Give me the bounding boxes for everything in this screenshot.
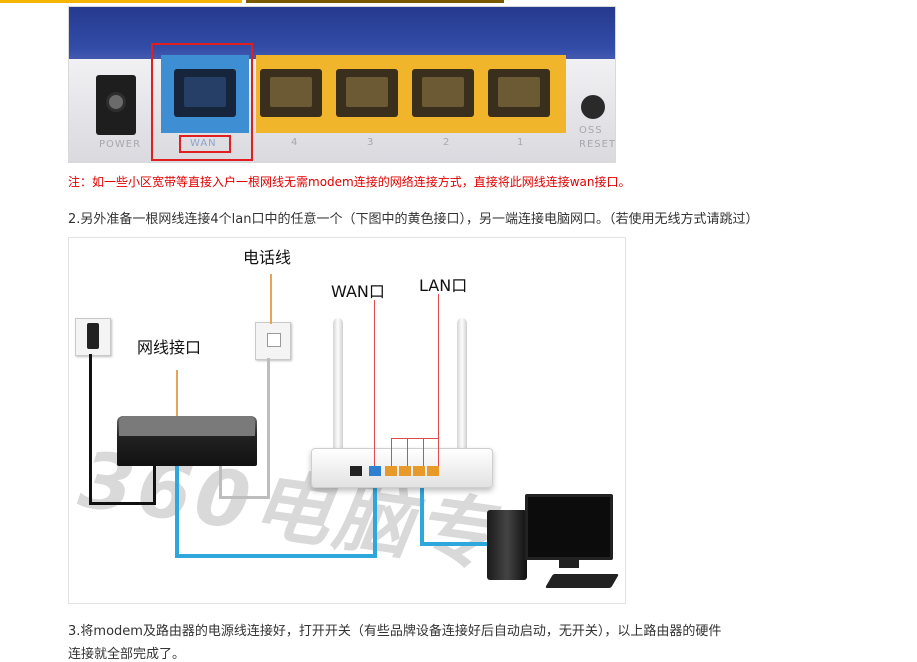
pc-monitor-stand [559,558,579,568]
power-cable-vertical [89,354,92,504]
lan-callout-bracket [391,438,439,439]
wan-port-label: WAN口 [331,282,385,301]
power-cable-horizontal [89,502,155,505]
wan-callout-line [374,300,375,466]
phone-cable-to-modem [219,462,222,498]
phone-wall-socket [255,322,291,360]
phone-line-label: 电话线 [243,248,292,267]
lan-port-label: LAN口 [419,276,468,295]
router-to-pc-cable-horizontal [420,542,490,546]
router-to-pc-cable [420,470,424,544]
power-label: POWER [99,139,142,150]
reset-button-hole [581,95,605,119]
wan-port [161,55,249,133]
router-device [311,448,493,488]
router-antenna-left [333,318,343,456]
phone-cable-horizontal [219,496,270,499]
wan-highlight-box [151,43,253,161]
top-accent-bar-dark [246,0,504,3]
router-lan-port-1 [385,466,397,476]
router-lan-port-2 [399,466,411,476]
router-power-port [350,466,362,476]
pc-monitor [525,494,613,560]
router-wan-port [369,466,381,476]
lan-ports [256,55,566,133]
router-antenna-right [457,318,467,456]
step-3-text-line-2: 连接就全部完成了。 [68,647,186,662]
power-outlet-plate [75,318,111,356]
lan-jack-3 [336,69,398,117]
wan-label: WAN [190,138,217,149]
step-2-text: 2.另外准备一根网线连接4个lan口中的任意一个（下图中的黄色接口），另一端连接… [68,212,759,227]
lan-callout-tick-2 [407,438,408,466]
router-back-panel-photo: POWER WAN 4 3 2 1 OSS RESET [68,6,616,163]
step-3-text-line-1: 3.将modem及路由器的电源线连接好，打开开关（有些品牌设备连接好后自动启动，… [68,624,722,639]
wan-jack [174,69,236,117]
cable-port-label: 网线接口 [137,338,202,357]
power-jack [96,75,136,135]
port-3-label: 3 [367,137,375,148]
lan-jack-2 [412,69,474,117]
lan-callout-tick-1 [391,438,392,466]
note-text: 注：如一些小区宽带等直接入户一根网线无需modem连接的网络连接方式，直接将此网… [68,175,631,189]
port-4-label: 4 [291,137,299,148]
lan-jack-4 [260,69,322,117]
modem-to-router-cable-horizontal [175,554,377,558]
modem-to-router-cable [175,450,179,556]
router-lan-port-4 [427,466,439,476]
pc-keyboard [544,574,620,588]
port-2-label: 2 [443,137,451,148]
cable-port-lead [176,370,178,450]
lan-callout-line [438,294,439,466]
power-adapter-icon [87,323,99,349]
pc-tower [487,510,527,580]
port-1-label: 1 [517,137,525,148]
phone-line-lead [270,274,272,324]
reset-label: RESET [579,139,616,150]
power-cable-to-modem [153,462,156,505]
oss-label: OSS [579,125,603,136]
phone-socket-icon [267,333,281,347]
wan-label-highlight-box [179,135,231,153]
router-lan-port-3 [413,466,425,476]
top-accent-bar [0,0,242,3]
phone-cable-vertical [267,358,270,498]
lan-callout-tick-3 [423,438,424,466]
connection-diagram: 360电脑专 电话线 WAN口 LAN口 网线接口 [68,237,626,604]
modem-to-router-cable-up [373,470,377,558]
lan-jack-1 [488,69,550,117]
modem-top-panel [119,416,255,436]
